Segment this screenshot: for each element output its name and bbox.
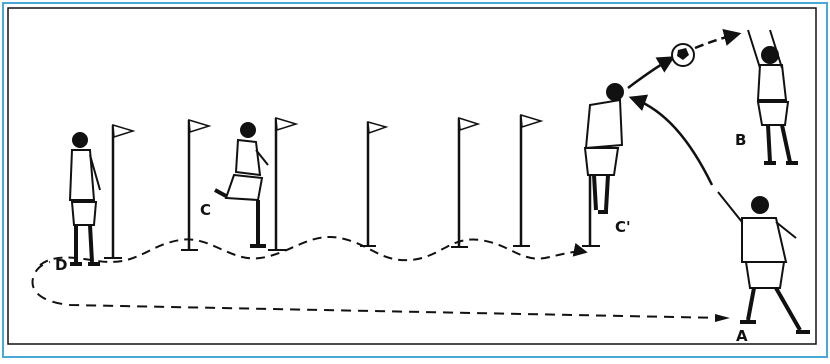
label-player-b: B — [735, 131, 746, 149]
label-player-d: D — [55, 256, 67, 274]
diagram-inner-border — [8, 8, 816, 344]
pass-a-to-c-arrow — [632, 98, 712, 185]
return-path — [33, 262, 726, 318]
header-arrow — [628, 58, 672, 88]
player-figure-icon — [215, 123, 268, 246]
flag-pole-icon — [360, 122, 386, 246]
return-arrow-head — [715, 314, 730, 322]
diagram-border — [3, 3, 827, 357]
flag-pole-icon — [104, 125, 133, 258]
player-figure-icon — [70, 133, 100, 264]
flag-poles — [104, 115, 600, 258]
flag-pole-icon — [268, 118, 296, 250]
ball-to-b-arrow — [695, 34, 738, 48]
player-figure-icon — [718, 192, 810, 332]
player-figure-icon — [748, 30, 798, 163]
dribble-path — [40, 237, 585, 265]
soccer-ball-icon — [672, 44, 694, 66]
flag-pole-icon — [513, 115, 541, 246]
label-player-c: C — [200, 201, 211, 219]
label-player-c-prime: C' — [615, 218, 631, 236]
flag-pole-icon — [451, 118, 478, 247]
label-player-a: A — [736, 327, 748, 345]
flag-pole-icon — [181, 120, 209, 250]
